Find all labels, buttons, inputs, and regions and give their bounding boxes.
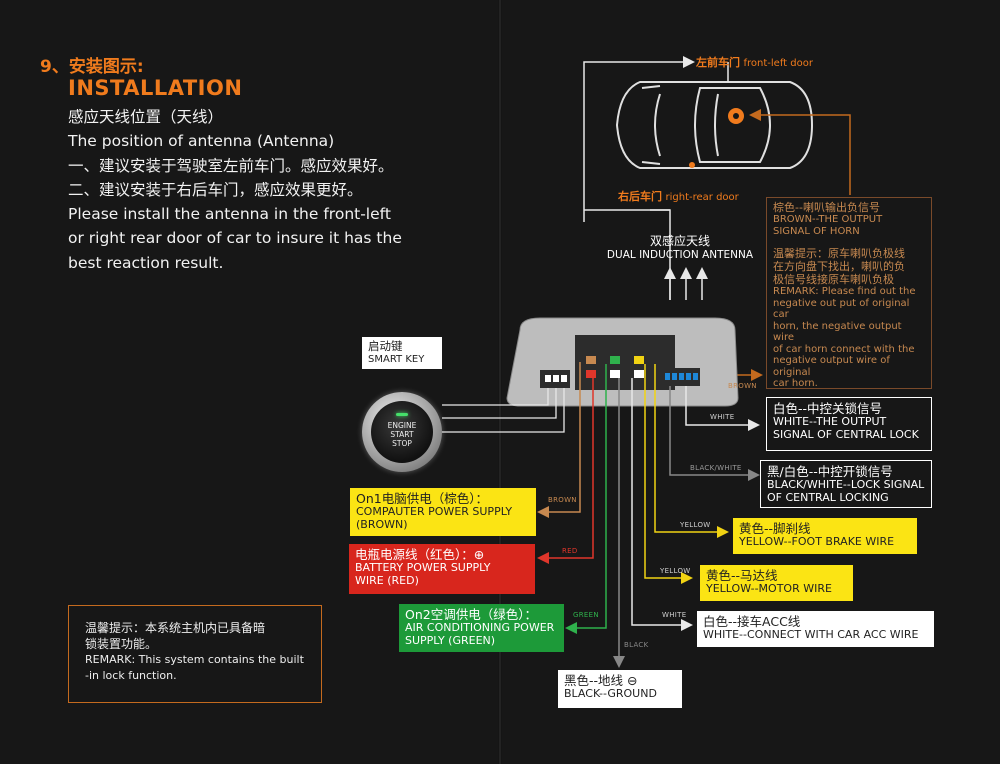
page-fold <box>498 0 502 764</box>
intro-line: 二、建议安装于右后车门，感应效果更好。 <box>68 180 363 199</box>
on1-power-box: On1电脑供电（棕色）： COMPAUTER POWER SUPPLY (BRO… <box>350 488 536 536</box>
section-number: 9、安装图示: <box>40 57 144 77</box>
control-unit <box>506 317 739 407</box>
motor-box: 黄色--马达线 YELLOW--MOTOR WIRE <box>700 565 853 601</box>
intro-line: or right rear door of car to insure it h… <box>68 229 402 248</box>
acc-box: 白色--接车ACC线 WHITE--CONNECT WITH CAR ACC W… <box>697 611 934 647</box>
wire-label-white-acc: WHITE <box>662 611 687 619</box>
engine-start-button: ENGINE START STOP <box>362 392 442 472</box>
wire-label-black-white: BLACK/WHITE <box>690 464 742 472</box>
wire-label-white-lock: WHITE <box>710 413 735 421</box>
wire-label-brown-on1: BROWN <box>548 496 577 504</box>
wire-label-brown-horn: BROWN <box>728 382 757 390</box>
right-rear-door-label: 右后车门 right-rear door <box>618 190 739 203</box>
ground-box: 黑色--地线 ⊖ BLACK--GROUND <box>558 670 682 708</box>
antenna-label: 双感应天线 DUAL INDUCTION ANTENNA <box>606 234 754 261</box>
front-left-door-label: 左前车门 front-left door <box>696 56 813 69</box>
wire-label-yellow-motor: YELLOW <box>660 567 691 575</box>
smart-key-label: 启动键 SMART KEY <box>362 337 442 369</box>
remark-lock-box: 温馨提示：本系统主机内已具备暗 锁装置功能。 REMARK: This syst… <box>68 605 322 703</box>
foot-brake-box: 黄色--脚刹线 YELLOW--FOOT BRAKE WIRE <box>733 518 917 554</box>
page-title: INSTALLATION <box>68 76 243 100</box>
battery-power-box: 电瓶电源线（红色）：⊕ BATTERY POWER SUPPLY WIRE (R… <box>349 544 535 594</box>
wire-label-red: RED <box>562 547 578 555</box>
intro-line: 感应天线位置（天线） <box>68 108 224 126</box>
intro-line: best reaction result. <box>68 253 224 272</box>
black-white-box: 黑/白色--中控开锁信号 BLACK/WHITE--LOCK SIGNAL OF… <box>760 460 932 508</box>
led-icon <box>396 413 408 416</box>
wire-label-black: BLACK <box>624 641 649 649</box>
on2-power-box: On2空调供电（绿色）： AIR CONDITIONING POWER SUPP… <box>399 604 564 652</box>
wire-label-green: GREEN <box>573 611 599 619</box>
wire-label-yellow-brake: YELLOW <box>680 521 711 529</box>
intro-line: Please install the antenna in the front-… <box>68 205 391 224</box>
horn-box: 棕色--喇叭输出负信号 BROWN--THE OUTPUT SIGNAL OF … <box>766 197 932 389</box>
white-lock-box: 白色--中控关锁信号 WHITE--THE OUTPUT SIGNAL OF C… <box>766 397 932 451</box>
intro-line: The position of antenna (Antenna) <box>68 132 335 151</box>
car-outline <box>615 81 814 169</box>
intro-line: 一、建议安装于驾驶室左前车门。感应效果好。 <box>68 156 394 175</box>
intro-text: 感应天线位置（天线） The position of antenna (Ante… <box>68 105 402 275</box>
